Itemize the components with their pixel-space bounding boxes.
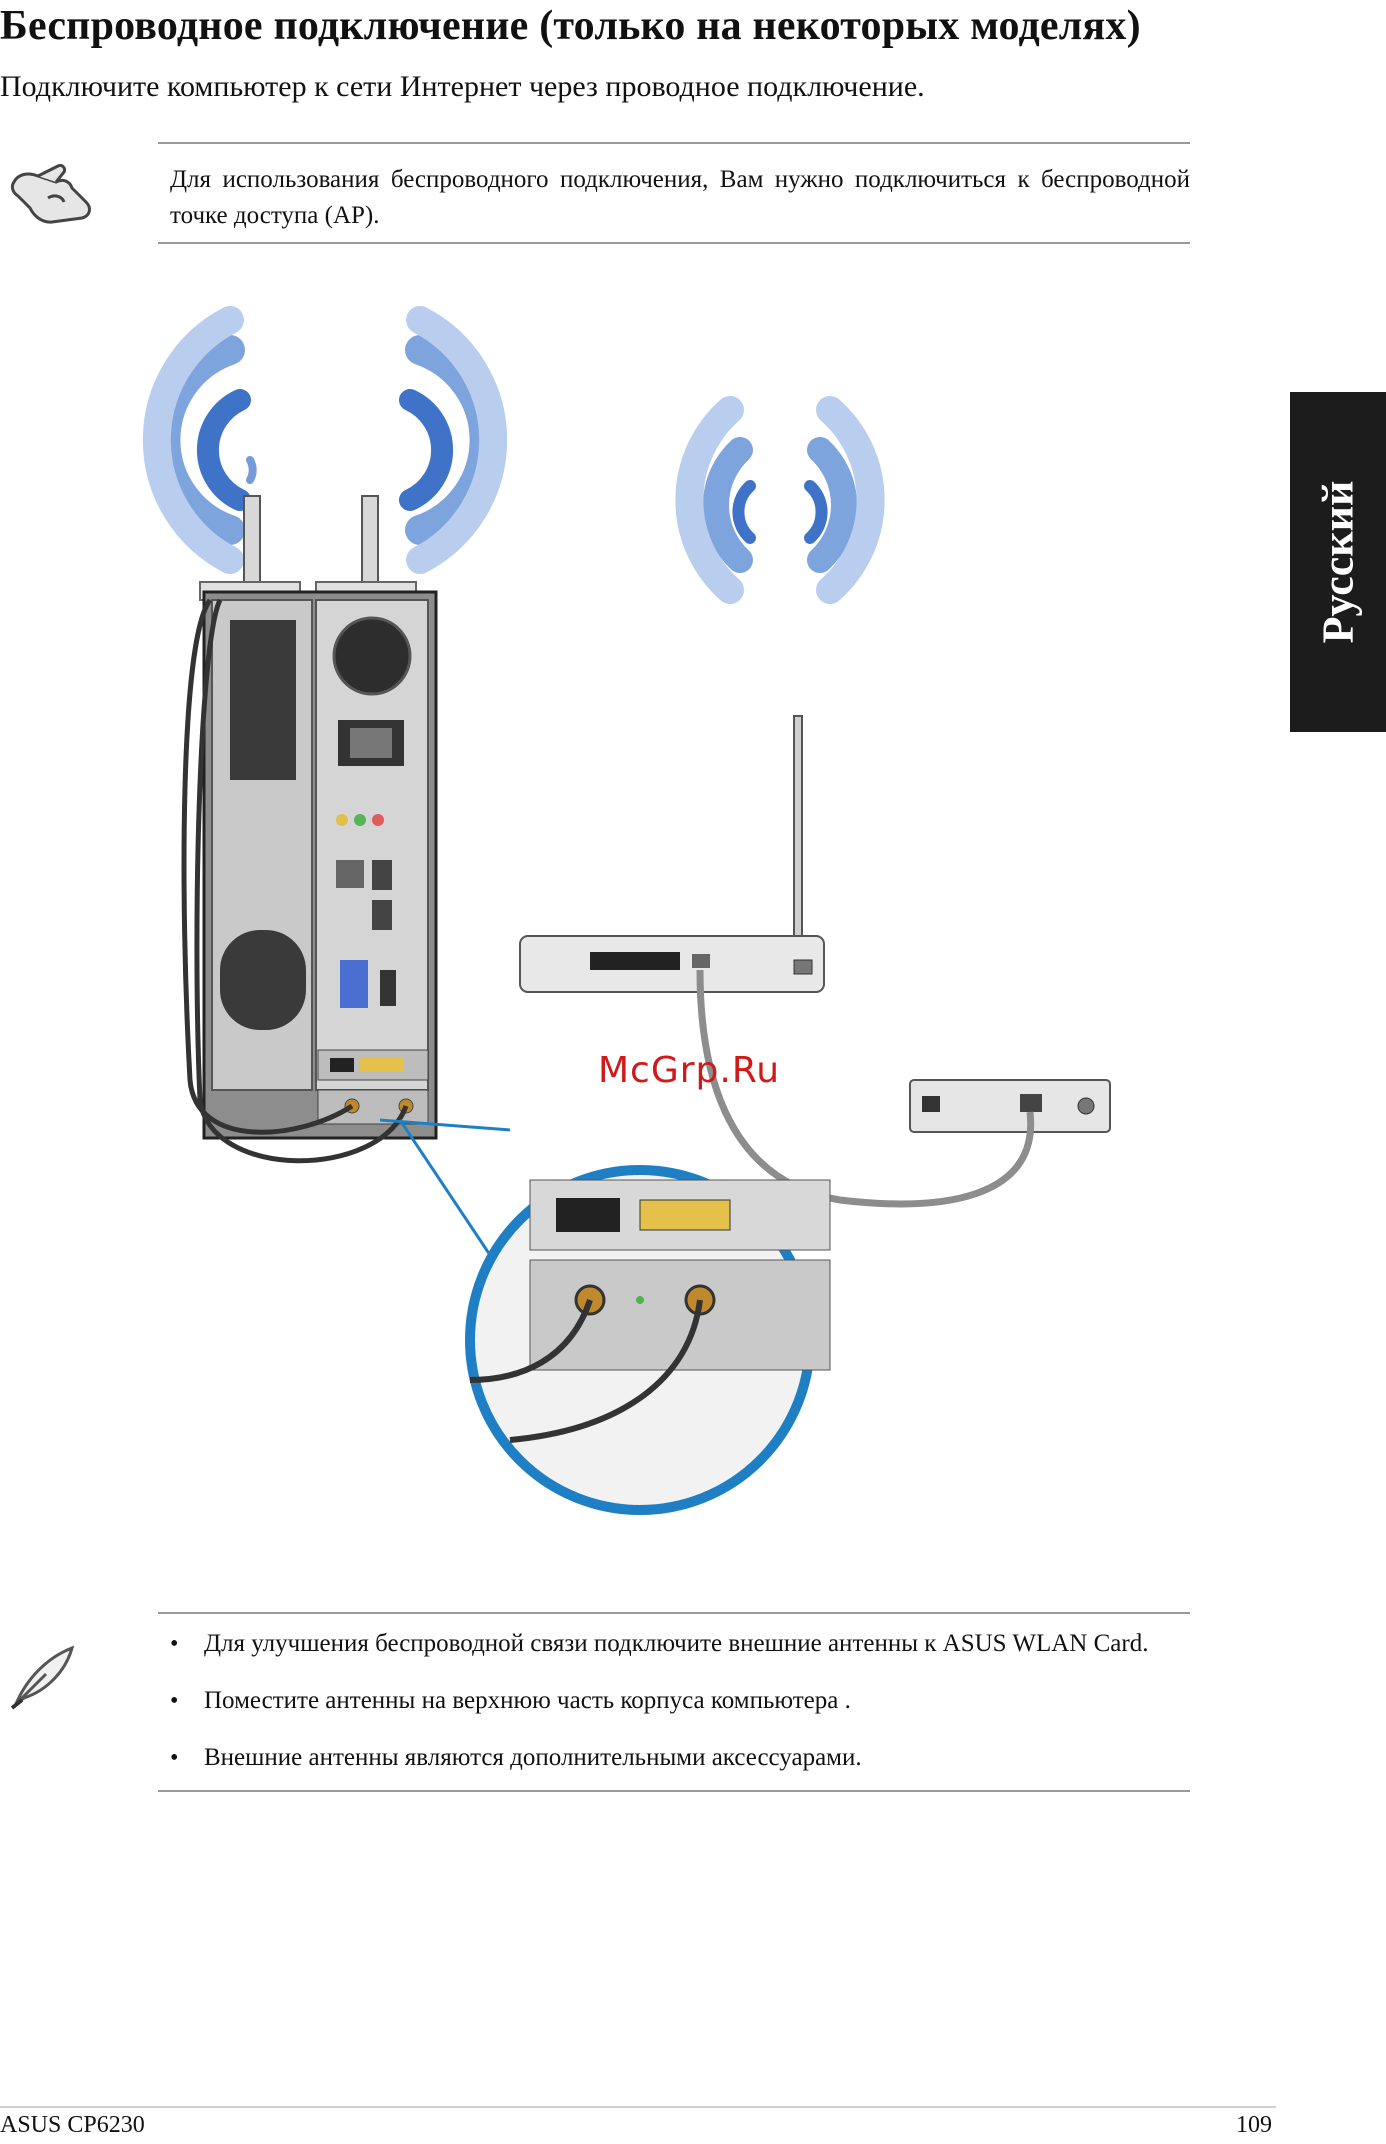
pc-antenna-right <box>361 495 379 593</box>
tip-item: Для улучшения беспроводной связи подключ… <box>170 1626 1190 1683</box>
broadband-modem <box>909 1079 1111 1133</box>
pointing-hand-icon <box>8 152 100 233</box>
antenna-cable-right <box>194 598 409 1164</box>
pc-tower-rear <box>202 590 438 1140</box>
tips-bottom-rule <box>158 1790 1190 1792</box>
footer-page-number: 109 <box>1236 2112 1272 2138</box>
intro-paragraph: Подключите компьютер к сети Интернет чер… <box>0 70 925 103</box>
wireless-router <box>519 715 825 993</box>
footer-model: ASUS CP6230 <box>0 2112 145 2138</box>
language-tab-label: Русский <box>1313 480 1363 644</box>
tip-item: Поместите антенны на верхнюю часть корпу… <box>170 1683 1190 1740</box>
feather-pen-icon <box>6 1640 80 1719</box>
note-bottom-rule <box>158 242 1190 244</box>
router-wifi-waves <box>675 396 885 604</box>
tips-top-rule <box>158 1612 1190 1614</box>
pc-antenna-left <box>243 495 261 593</box>
footer-rule <box>0 2106 1276 2108</box>
antenna-cable-left <box>181 598 354 1135</box>
pc-wifi-waves-left <box>142 306 257 574</box>
note-text: Для использования беспроводного подключе… <box>170 166 1190 229</box>
page-title: Беспроводное подключение (только на неко… <box>0 3 1141 49</box>
zoom-detail-ring <box>465 1165 831 1515</box>
wireless-connection-diagram <box>80 300 1160 1525</box>
tips-list: Для улучшения беспроводной связи подключ… <box>170 1626 1190 1797</box>
watermark: McGrp.Ru <box>598 1050 781 1091</box>
note-top-rule <box>158 142 1190 144</box>
tip-item: Внешние антенны являются дополнительными… <box>170 1740 1190 1797</box>
ethernet-cable <box>696 969 1035 1208</box>
pc-wifi-waves-right <box>399 306 508 574</box>
language-tab: Русский <box>1290 392 1386 732</box>
